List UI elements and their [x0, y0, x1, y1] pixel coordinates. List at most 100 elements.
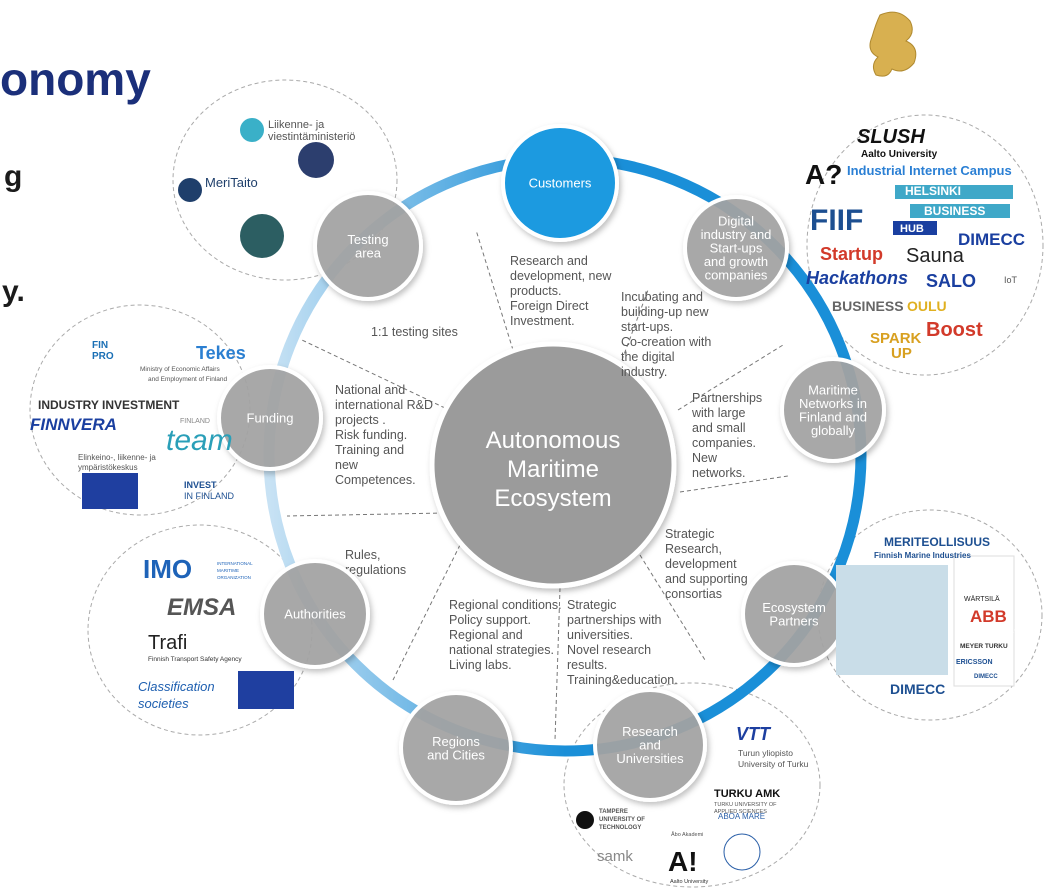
helsinki-hub-bar-3 — [893, 221, 937, 235]
segment-text-maritime-4: New — [692, 451, 718, 465]
node-funding: Funding — [217, 365, 323, 471]
logo-text-digital-3: A? — [805, 159, 842, 190]
segment-text-customers-0: Research and — [510, 254, 588, 268]
node-label-digital-4: companies — [705, 268, 768, 283]
logo-text-digital-7: FIIF — [810, 204, 863, 237]
logo-text-digital-0: SLUSH — [857, 126, 925, 148]
segment-text-customers-4: Investment. — [510, 314, 575, 328]
helsinki-hub-bar-1 — [895, 185, 1013, 199]
logo-text-authorities-0: IMO — [143, 554, 192, 584]
logo-text-research-3: TURKU AMK — [714, 788, 780, 800]
node-label-maritime-1: Networks in — [799, 396, 867, 411]
gear-logo-icon — [576, 811, 594, 829]
segment-text-funding-1: international R&D — [335, 398, 433, 412]
logo-text-funding-9: Elinkeino-, liikenne- ja — [78, 453, 156, 462]
node-label-research-0: Research — [622, 724, 678, 739]
segment-text-authorities-1: regulations — [345, 563, 406, 577]
node-circle-regions — [399, 691, 513, 805]
logo-text-digital-4: HELSINKI — [905, 184, 961, 198]
logo-text-testing-0: Liikenne- ja — [268, 119, 325, 131]
segment-text-regions-4: Living labs. — [449, 658, 512, 672]
segment-text-research-2: universities. — [567, 628, 633, 642]
logo-text-research-9: Åbo Akademi — [671, 831, 703, 838]
node-label-ecosystem-1: Partners — [769, 613, 819, 628]
logo-text-research-8: TECHNOLOGY — [599, 825, 641, 831]
segment-text-funding-2: projects . — [335, 413, 386, 427]
logo-text-digital-5: BUSINESS — [924, 204, 985, 218]
segment-text-ecosystem-1: Research, — [665, 542, 722, 556]
segment-text-maritime-2: and small — [692, 421, 746, 435]
node-label-testing-1: area — [355, 245, 382, 260]
segment-text-regions-0: Regional conditions. — [449, 598, 562, 612]
stakeholder-circle-digital — [806, 114, 1044, 376]
node-label-maritime-0: Maritime — [808, 382, 858, 397]
segment-text-digital-3: Co-creation with — [621, 335, 711, 349]
node-label-funding-0: Funding — [247, 411, 294, 426]
logo-text-digital-14: BUSINESS — [832, 298, 904, 314]
meritaito-logo-icon — [178, 178, 202, 202]
logo-text-ecosystem-6: ERICSSON — [956, 659, 993, 666]
logo-text-ecosystem-4: CARGOTEC — [974, 626, 1020, 635]
node-circle-testing — [313, 191, 423, 301]
segment-text-digital-5: industry. — [621, 365, 667, 379]
segment-text-funding-0: National and — [335, 383, 405, 397]
logo-text-funding-11: INVEST — [184, 480, 217, 490]
segment-text-digital-2: start-ups. — [621, 320, 673, 334]
segment-dividers — [286, 229, 789, 741]
logo-text-digital-2: Industrial Internet Campus — [847, 163, 1012, 178]
segment-text-research-4: results. — [567, 658, 607, 672]
logo-text-digital-15: OULU — [907, 298, 947, 314]
logo-text-ecosystem-7: DIMECC — [974, 674, 998, 680]
hub-line-2: Maritime — [507, 456, 599, 483]
segment-text-ecosystem-2: development — [665, 557, 737, 571]
logo-text-funding-2: Tekes — [196, 343, 246, 363]
logo-text-research-6: TAMPERE — [599, 809, 628, 815]
divider-0 — [475, 229, 514, 351]
logo-text-funding-5: INDUSTRY INVESTMENT — [38, 398, 180, 412]
logo-text-funding-6: FINNVERA — [30, 415, 117, 434]
lion-emblem-icon — [869, 11, 917, 77]
slide-text-fragment-1: g — [4, 160, 23, 193]
compass-logo-icon — [723, 833, 761, 871]
logo-text-funding-7: FINLAND — [180, 418, 210, 425]
logo-text-research-13: Aalto University — [670, 879, 708, 885]
logo-text-authorities-2: MARITIME — [217, 568, 239, 573]
segment-text-ecosystem-3: and supporting — [665, 572, 748, 586]
segment-text-funding-4: Training and — [335, 443, 404, 457]
logo-text-research-0: VTT — [736, 724, 772, 744]
logo-text-authorities-6: Finnish Transport Safety Agency — [148, 656, 242, 663]
logo-text-authorities-3: ORGANIZATION — [217, 575, 251, 580]
segment-text-regions-2: Regional and — [449, 628, 523, 642]
logo-text-digital-1: Aalto University — [861, 149, 938, 160]
hub-node: Autonomous Maritime Ecosystem — [429, 341, 677, 589]
eu-flag-icon-2 — [238, 671, 294, 709]
segment-text-digital-1: building-up new — [621, 305, 710, 319]
logo-text-ecosystem-1: Finnish Marine Industries — [874, 551, 971, 560]
segment-text-customers-2: products. — [510, 284, 561, 298]
logo-text-funding-1: PRO — [92, 351, 114, 362]
logo-text-digital-8: DIMECC — [958, 230, 1025, 249]
node-circle-research — [593, 688, 707, 802]
logo-text-ecosystem-3: ABB — [970, 607, 1007, 626]
segment-text-maritime-5: networks. — [692, 466, 746, 480]
logo-text-authorities-7: Classification — [138, 679, 215, 694]
logo-text-funding-10: ympäristökeskus — [78, 463, 138, 472]
node-label-customers-0: Customers — [529, 176, 592, 191]
stakeholder-logos: Liikenne- javiestintäministeriöMeriTaito… — [30, 118, 1025, 885]
logo-text-research-2: University of Turku — [738, 759, 809, 769]
node-label-research-1: and — [639, 738, 661, 753]
node-label-regions-0: Regions — [432, 734, 480, 749]
node-label-digital-0: Digital — [718, 214, 754, 229]
logo-text-ecosystem-0: MERITEOLLISUUS — [884, 535, 990, 549]
logo-text-research-1: Turun yliopisto — [738, 748, 793, 758]
node-circle-digital — [683, 195, 789, 301]
ship-photo — [836, 565, 948, 675]
segment-text-research-1: partnerships with — [567, 613, 662, 627]
slide-text-fragment-2: y. — [2, 275, 25, 308]
ministry-logo-icon — [240, 118, 264, 142]
